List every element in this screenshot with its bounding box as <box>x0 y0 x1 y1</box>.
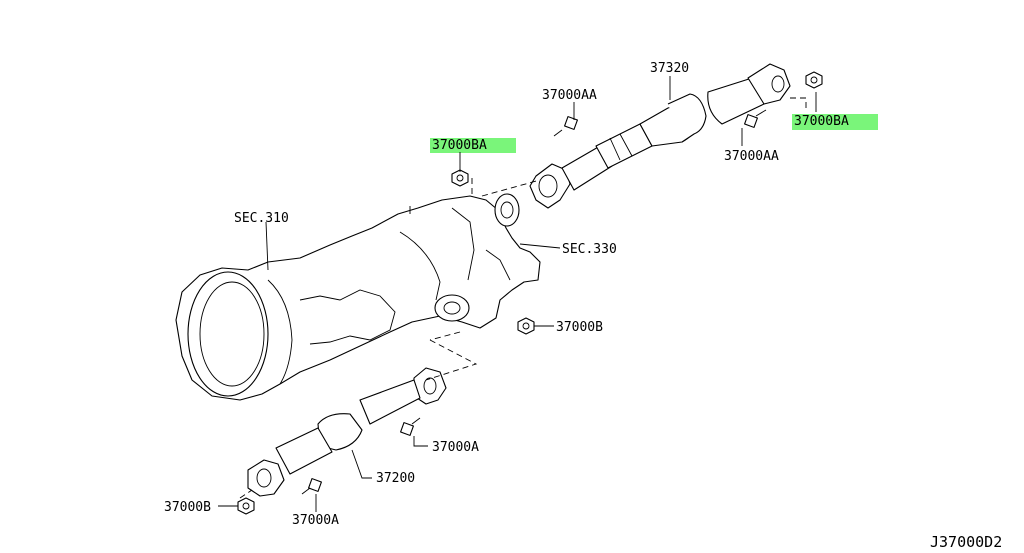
highlight-37000BA-right <box>792 114 878 130</box>
label-37000A-mid: 37000A <box>432 440 479 455</box>
propeller-shaft-37320 <box>529 63 791 209</box>
nut-37000BA-left <box>451 169 469 187</box>
propeller-shaft-37200 <box>247 367 447 497</box>
label-37000AA-top: 37000AA <box>542 88 597 103</box>
dash-front-flange <box>481 179 541 197</box>
label-37000AA-right: 37000AA <box>724 149 779 164</box>
label-37000BA-right: 37000BA <box>794 114 849 129</box>
leader-lines <box>218 76 817 512</box>
nut-37000B-mid <box>517 317 535 335</box>
transmission-assembly <box>175 193 541 401</box>
bolt-37000A-bottom <box>301 478 322 495</box>
dash-bottom-nut <box>239 489 253 499</box>
label-37000BA-left: 37000BA <box>432 138 487 153</box>
label-part-37200: 37200 <box>376 471 415 486</box>
label-37000B-bottom: 37000B <box>164 500 211 515</box>
label-sec-330: SEC.330 <box>562 242 617 257</box>
label-37000A-bottom: 37000A <box>292 513 339 528</box>
nut-37000B-bottom <box>237 497 255 515</box>
label-37000B-mid: 37000B <box>556 320 603 335</box>
dash-rear-flange <box>425 339 478 381</box>
bolt-37000A-mid <box>400 417 421 436</box>
label-part-37320: 37320 <box>650 61 689 76</box>
nut-37000BA-right <box>805 71 823 89</box>
dash-nut-right <box>790 97 807 108</box>
label-sec-310: SEC.310 <box>234 211 289 226</box>
highlight-37000BA-left <box>430 138 516 153</box>
bolt-37000AA-right <box>744 109 767 128</box>
dash-rear-flange-2 <box>429 331 461 341</box>
diagram-code: J37000D2 <box>930 533 1002 551</box>
